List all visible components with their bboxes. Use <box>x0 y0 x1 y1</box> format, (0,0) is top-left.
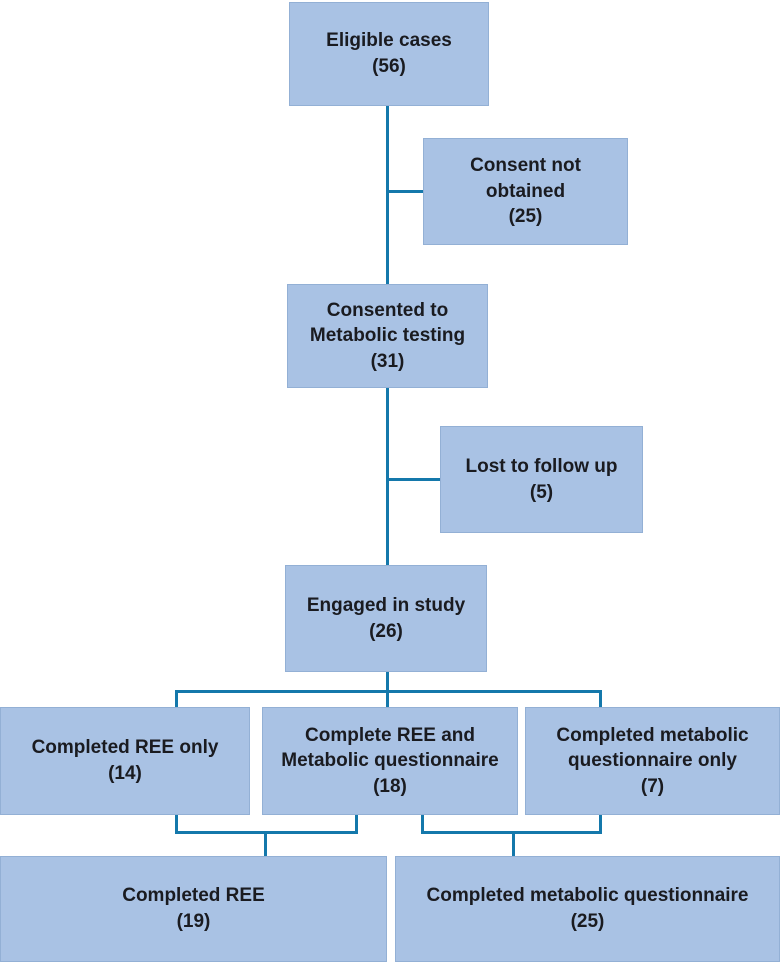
flow-box-completed-ree: Completed REE (19) <box>0 856 387 962</box>
flow-box-count: (7) <box>640 775 665 797</box>
flow-box-label: Completed REE <box>122 885 265 907</box>
connector-eligible-to-consented <box>386 105 389 285</box>
flow-box-count: (25) <box>508 206 543 228</box>
connector-consented-to-engaged <box>386 388 389 566</box>
flow-box-count: (18) <box>373 775 407 797</box>
flow-box-count: (26) <box>369 620 403 642</box>
flow-box-label: Lost to follow up <box>465 455 618 477</box>
flow-box-eligible-cases: Eligible cases (56) <box>289 2 489 106</box>
flow-box-completed-ree-only: Completed REE only (14) <box>0 707 250 815</box>
flow-box-count: (5) <box>529 481 554 503</box>
flow-box-count: (31) <box>370 350 405 372</box>
flow-box-label: Completed REE only <box>31 737 219 759</box>
flow-box-engaged-in-study: Engaged in study (26) <box>285 565 487 672</box>
flow-box-label: Consented to Metabolic testing <box>309 299 466 347</box>
flow-box-label: Completed metabolic questionnaire <box>426 885 749 907</box>
connector-merge-ree-down <box>264 831 267 857</box>
connector-merge-mq-right-stub <box>599 815 602 834</box>
connector-split-left-stub <box>175 690 178 708</box>
connector-merge-ree-left-stub <box>175 815 178 834</box>
flow-box-consented-to-metabolic-testing: Consented to Metabolic testing (31) <box>287 284 488 388</box>
connector-merge-ree-right-stub <box>355 815 358 834</box>
flow-box-count: (19) <box>176 911 211 932</box>
flow-box-label: Completed metabolic questionnaire only <box>556 724 749 772</box>
connector-merge-mq-horizontal <box>421 831 602 834</box>
connector-merge-mq-down <box>512 831 515 857</box>
flow-box-complete-ree-and-metabolic-questionnaire: Complete REE and Metabolic questionnaire… <box>262 707 518 815</box>
flow-box-label: Consent not obtained <box>470 155 581 202</box>
flow-box-completed-metabolic-questionnaire-only: Completed metabolic questionnaire only (… <box>525 707 780 815</box>
connector-merge-mq-left-stub <box>421 815 424 834</box>
flow-box-count: (25) <box>570 911 605 932</box>
flow-box-lost-to-follow-up: Lost to follow up (5) <box>440 426 643 533</box>
flow-box-label: Eligible cases <box>326 30 452 52</box>
connector-split-horizontal <box>175 690 602 693</box>
flow-box-count: (14) <box>108 763 142 784</box>
connector-split-right-stub <box>599 690 602 708</box>
flow-box-completed-metabolic-questionnaire: Completed metabolic questionnaire (25) <box>395 856 780 962</box>
flow-box-count: (56) <box>372 56 406 77</box>
connector-branch-consent-not-obtained <box>386 190 424 193</box>
connector-branch-lost-to-follow-up <box>386 478 441 481</box>
flow-box-label: Complete REE and Metabolic questionnaire <box>281 724 499 772</box>
flow-box-label: Engaged in study <box>306 594 466 616</box>
flow-box-consent-not-obtained: Consent not obtained (25) <box>423 138 628 245</box>
